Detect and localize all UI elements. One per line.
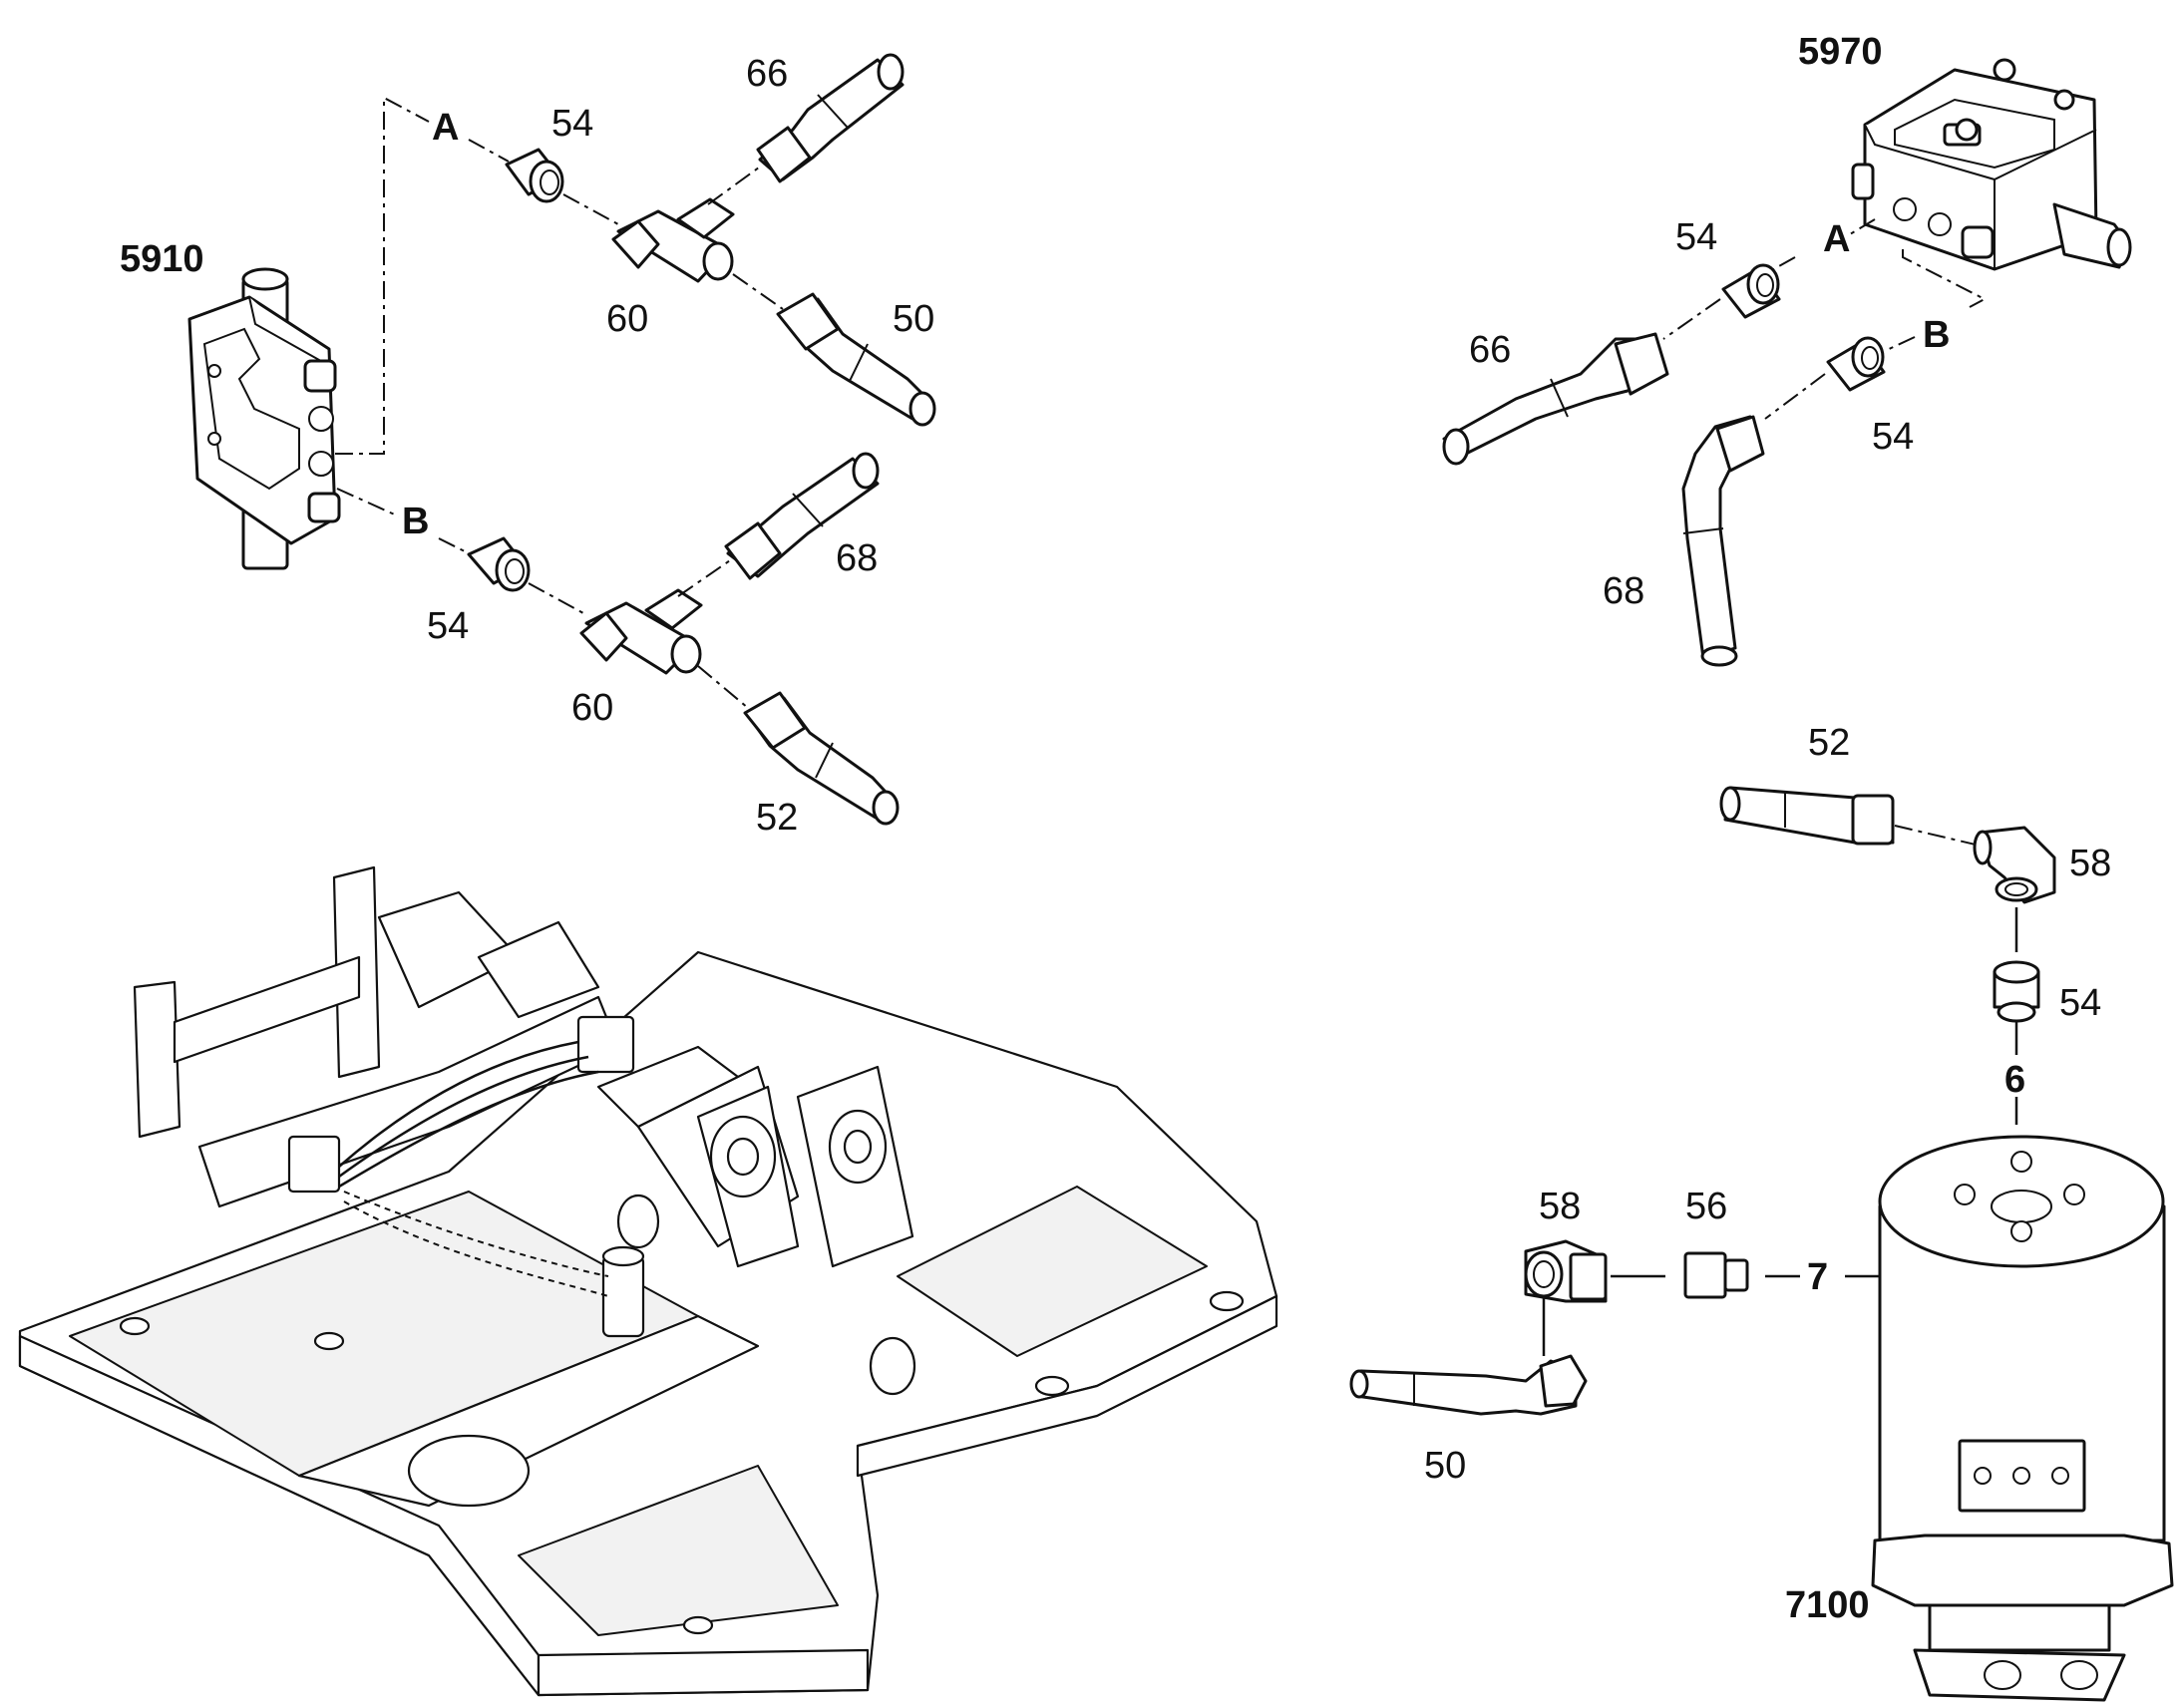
hose-68-left xyxy=(724,452,880,580)
label-part-54-b-left: 54 xyxy=(427,605,469,647)
label-part-58-top: 58 xyxy=(2069,843,2111,884)
label-part-68-left: 68 xyxy=(836,537,878,579)
label-swivel-7100: 7100 xyxy=(1785,1584,1870,1626)
label-part-60-b-left: 60 xyxy=(571,687,613,729)
label-part-68-right: 68 xyxy=(1603,570,1644,612)
elbow-58-bottom xyxy=(1524,1239,1608,1303)
label-part-66-left: 66 xyxy=(746,53,788,95)
adapter-56 xyxy=(1683,1251,1749,1299)
label-part-58-bottom: 58 xyxy=(1539,1186,1581,1227)
hose-52-left xyxy=(743,691,900,826)
label-part-52-right: 52 xyxy=(1808,722,1850,764)
label-part-54-b-right: 54 xyxy=(1872,416,1914,458)
leader-b-to-fitting xyxy=(438,537,470,554)
hose-68-right xyxy=(1681,415,1765,667)
label-part-54-a-right: 54 xyxy=(1675,216,1717,258)
label-port-b-right: B xyxy=(1923,314,1950,356)
chassis-frame xyxy=(18,865,1278,1697)
label-part-54-a-left: 54 xyxy=(551,103,593,145)
fitting-54-b-left xyxy=(467,536,531,592)
label-port-7: 7 xyxy=(1807,1256,1828,1298)
valve-5970 xyxy=(1851,58,2132,271)
label-valve-5910: 5910 xyxy=(120,238,204,280)
hose-50-right xyxy=(1349,1354,1588,1416)
part-labels: 5910 5970 7100 A B A B 6 7 54 54 54 54 5… xyxy=(120,31,2111,1626)
valve-5910 xyxy=(187,267,341,570)
hose-50-left xyxy=(776,292,936,427)
fitting-54-b-right xyxy=(1826,336,1886,392)
fitting-54-a-right xyxy=(1721,263,1781,319)
label-port-a-right: A xyxy=(1823,218,1850,260)
label-port-6: 6 xyxy=(2004,1059,2025,1101)
hose-52-right xyxy=(1719,786,1895,846)
label-part-50-left: 50 xyxy=(893,298,934,340)
label-part-54-swivel: 54 xyxy=(2059,982,2101,1024)
tee-60-b-left xyxy=(579,588,703,675)
fitting-54-a-left xyxy=(505,148,564,203)
swivel-joint-7100 xyxy=(1871,1135,2174,1702)
fitting-54-swivel xyxy=(1993,960,2040,1023)
label-part-56: 56 xyxy=(1685,1186,1727,1227)
leader-a-left xyxy=(335,96,430,455)
leader-a-to-fitting xyxy=(468,139,510,163)
elbow-58-top xyxy=(1973,826,2056,904)
tee-60-a-left xyxy=(611,197,735,283)
label-valve-5970: 5970 xyxy=(1798,31,1883,73)
label-port-a-left: A xyxy=(432,107,459,149)
label-part-66-right: 66 xyxy=(1469,329,1511,371)
leader-b-left xyxy=(336,488,400,517)
label-part-50-right: 50 xyxy=(1424,1445,1466,1487)
hose-66-left xyxy=(756,53,905,183)
label-part-52-left: 52 xyxy=(756,797,798,839)
label-port-b-left: B xyxy=(402,501,429,542)
leader-b-right xyxy=(1902,249,1988,308)
leader-a-right xyxy=(1849,218,1876,235)
label-part-60-a-left: 60 xyxy=(606,298,648,340)
hose-66-right xyxy=(1442,332,1669,466)
